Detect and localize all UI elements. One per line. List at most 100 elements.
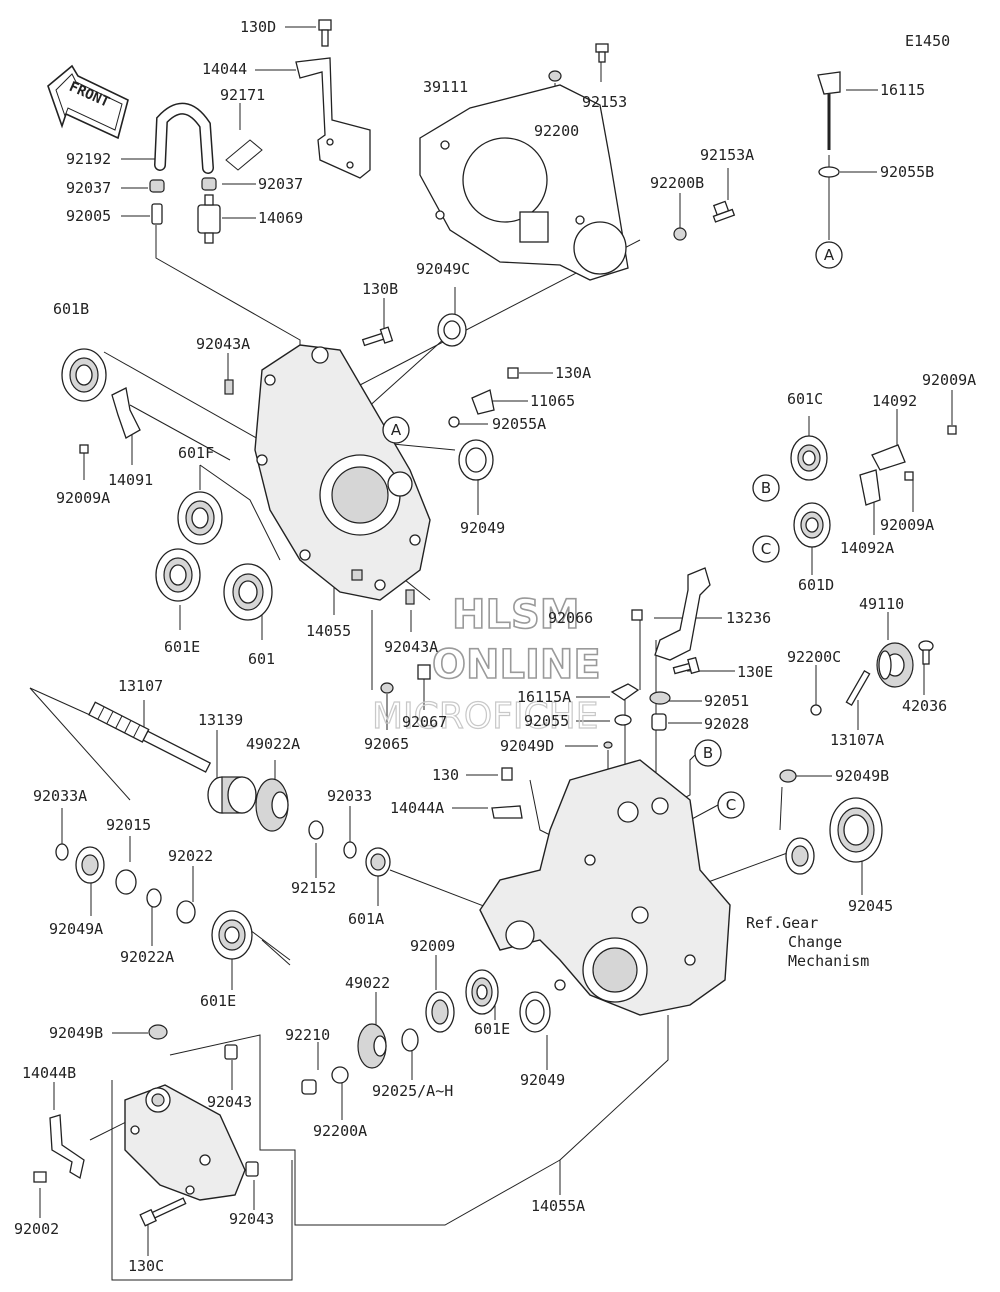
washer-icon	[176, 900, 196, 924]
part-label: 92033	[327, 787, 372, 805]
bearing-icon	[155, 548, 201, 602]
part-label: 14055A	[531, 1197, 585, 1215]
bevel-gear-icon	[357, 1023, 387, 1069]
part-label: 92051	[704, 692, 749, 710]
bolt-icon	[33, 1171, 47, 1183]
part-label: 92152	[291, 879, 336, 897]
part-label: 92033A	[33, 787, 87, 805]
bearing-icon	[177, 491, 223, 545]
callout-b-circle	[752, 474, 780, 502]
part-label: 16115	[880, 81, 925, 99]
bolt-icon	[361, 326, 394, 347]
part-label: 92037	[258, 175, 303, 193]
watermark: HLSM ONLINE MICROFICHE	[371, 591, 601, 737]
plate-icon	[111, 387, 141, 439]
bolt-icon	[318, 19, 332, 47]
part-label: 92171	[220, 86, 265, 104]
washer-icon	[810, 704, 822, 716]
part-label: 92065	[364, 735, 409, 753]
bevel-gear-icon	[255, 778, 289, 832]
part-label: 49022	[345, 974, 390, 992]
part-label: 49022A	[246, 735, 300, 753]
bearing-icon	[790, 435, 828, 481]
gear-icon	[207, 776, 257, 814]
part-label: 92200A	[313, 1122, 367, 1140]
nut-icon	[301, 1079, 317, 1095]
part-labels: E1450 130D 14044 92171 92192 92037 92037…	[14, 18, 976, 1275]
part-label: 601	[248, 650, 275, 668]
gear-change-icon	[785, 837, 815, 875]
bearings-left	[61, 313, 519, 694]
o-ring-icon	[343, 841, 357, 859]
seal-icon	[425, 991, 455, 1033]
seal-icon	[603, 741, 613, 749]
part-label: 92049B	[835, 767, 889, 785]
part-label: 14044A	[390, 799, 444, 817]
part-label: 92043	[207, 1093, 252, 1111]
part-label: 14044	[202, 60, 247, 78]
callout-a-label: A	[824, 246, 835, 264]
part-label: 601D	[798, 576, 834, 594]
sensor-icon	[471, 389, 495, 415]
bolt-icon	[139, 1197, 187, 1227]
o-ring-icon	[55, 843, 69, 861]
part-label: 92200	[534, 122, 579, 140]
plate-icon	[491, 805, 523, 819]
callout-b-label: B	[703, 744, 713, 762]
plug-icon	[417, 664, 431, 680]
callout-c-label: C	[761, 540, 771, 558]
part-label: 13139	[198, 711, 243, 729]
ref-note-line3: Mechanism	[788, 952, 869, 970]
part-label: 601A	[348, 910, 384, 928]
part-label: 92037	[66, 179, 111, 197]
bearing-icon	[365, 847, 391, 877]
part-label: 130D	[240, 18, 276, 36]
bearing-icon	[793, 502, 831, 548]
o-ring-icon	[448, 416, 460, 428]
dowel-icon	[224, 1044, 238, 1060]
front-arrow-icon: FRONT	[47, 64, 129, 140]
pin-icon	[845, 670, 871, 706]
dowel-icon	[245, 1161, 259, 1177]
part-label: 130C	[128, 1257, 164, 1275]
seal-icon	[437, 313, 467, 347]
washer-icon	[548, 70, 562, 82]
bracket-icon	[49, 1114, 85, 1180]
part-label: 92045	[848, 897, 893, 915]
collar-icon	[115, 869, 137, 895]
lower-center-parts	[301, 969, 551, 1095]
gear-icon	[876, 642, 914, 688]
bolt-icon	[672, 656, 701, 675]
part-label: 601B	[53, 300, 89, 318]
part-label: 92192	[66, 150, 111, 168]
part-label: 92009A	[880, 516, 934, 534]
callouts: A A B B C C	[382, 241, 843, 819]
part-label: 92022	[168, 847, 213, 865]
part-label: 92066	[548, 609, 593, 627]
seal-icon	[458, 439, 494, 481]
part-label: 13236	[726, 609, 771, 627]
nut-icon	[631, 609, 643, 621]
part-label: 14092	[872, 392, 917, 410]
part-label: 92153	[582, 93, 627, 111]
seal-icon	[779, 769, 797, 783]
part-label: 92009A	[922, 371, 976, 389]
part-label: 14055	[306, 622, 351, 640]
part-label: 92200B	[650, 174, 704, 192]
bolt-icon	[947, 425, 957, 435]
part-label: 92049	[520, 1071, 565, 1089]
part-label: 92043A	[196, 335, 250, 353]
part-label: 92049	[460, 519, 505, 537]
watermark-line1: HLSM	[452, 592, 580, 638]
bolt-icon	[712, 200, 736, 223]
ref-note-line1: Ref.Gear	[746, 914, 818, 932]
part-label: 92055B	[880, 163, 934, 181]
part-label: 11065	[530, 392, 575, 410]
part-label: 14044B	[22, 1064, 76, 1082]
part-label: 130E	[737, 663, 773, 681]
part-label: 92015	[106, 816, 151, 834]
filter-icon	[197, 204, 221, 234]
part-label: 14091	[108, 471, 153, 489]
part-label: 601E	[164, 638, 200, 656]
